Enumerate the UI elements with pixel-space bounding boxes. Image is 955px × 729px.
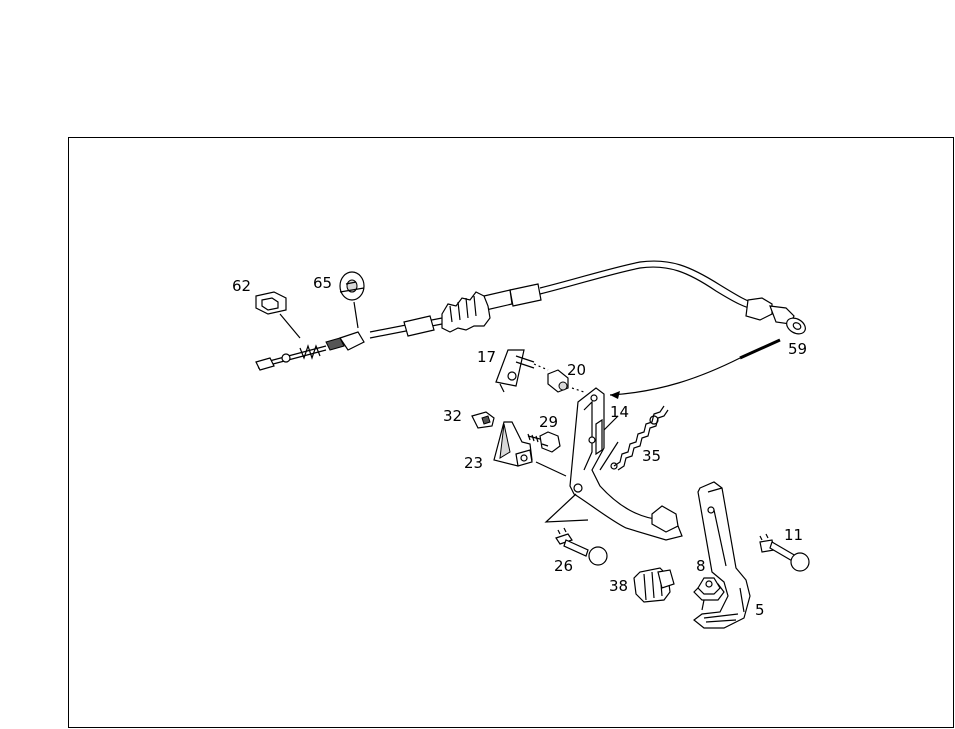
bushing-65 bbox=[339, 271, 365, 329]
bolt-29 bbox=[527, 431, 561, 453]
bushing-38 bbox=[633, 567, 675, 603]
bush-20 bbox=[547, 369, 585, 393]
grommet-62 bbox=[255, 291, 301, 339]
callout-17: 17 bbox=[477, 348, 496, 366]
diagram-frame bbox=[68, 137, 954, 728]
nut-8 bbox=[693, 577, 725, 611]
callout-62: 62 bbox=[232, 277, 251, 295]
bracket-17 bbox=[495, 349, 549, 393]
callout-29: 29 bbox=[539, 413, 558, 431]
pedal-pad-5 bbox=[693, 481, 751, 629]
clip-32 bbox=[471, 411, 495, 429]
callout-20: 20 bbox=[567, 361, 586, 379]
callout-5: 5 bbox=[755, 601, 765, 619]
callout-35: 35 bbox=[642, 447, 661, 465]
callout-14: 14 bbox=[610, 403, 629, 421]
stop-bracket-23 bbox=[493, 421, 567, 477]
callout-32: 32 bbox=[443, 407, 462, 425]
pedal-lever-14 bbox=[544, 387, 683, 541]
pin-26 bbox=[555, 527, 608, 566]
callout-59: 59 bbox=[788, 340, 807, 358]
accelerator-cable bbox=[255, 260, 806, 371]
callout-23: 23 bbox=[464, 454, 483, 472]
spring-35 bbox=[610, 405, 669, 471]
pin-11 bbox=[759, 533, 810, 572]
callout-38: 38 bbox=[609, 577, 628, 595]
callout-11: 11 bbox=[784, 526, 803, 544]
callout-8: 8 bbox=[696, 557, 706, 575]
callout-26: 26 bbox=[554, 557, 573, 575]
leader-59 bbox=[609, 338, 781, 399]
callout-65: 65 bbox=[313, 274, 332, 292]
